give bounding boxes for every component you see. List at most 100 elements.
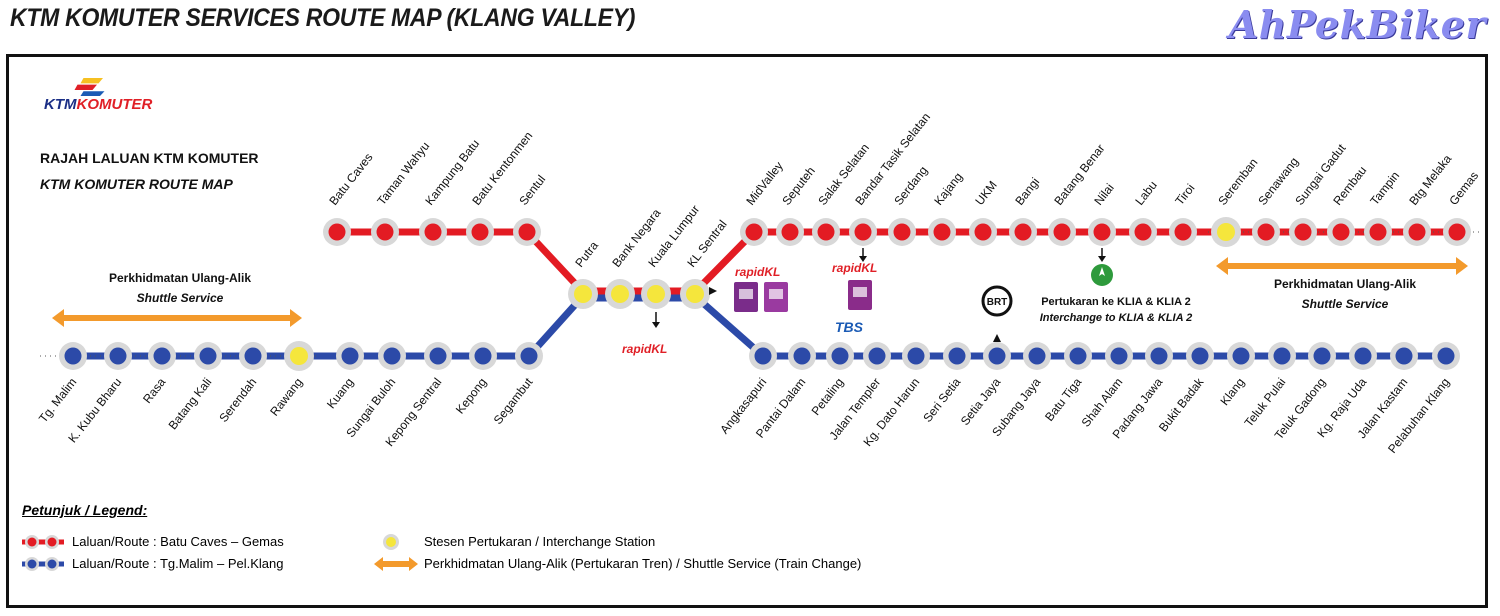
station-dot (1014, 223, 1032, 241)
klia-note-malay: Pertukaran ke KLIA & KLIA 2 (1041, 296, 1191, 308)
rapidkl-logo-bts: rapidKL (832, 261, 877, 275)
shuttle-west-malay: Perkhidmatan Ulang-Alik (109, 271, 251, 285)
station-dot (64, 347, 82, 365)
station-dot (1332, 223, 1350, 241)
station-dot (933, 223, 951, 241)
station-sentul[interactable]: Sentul (513, 172, 548, 246)
station-dot (290, 347, 308, 365)
station-tg-malim[interactable]: Tg. Malim (36, 342, 87, 425)
station-dot (1232, 347, 1250, 365)
station-dot (1395, 347, 1413, 365)
station-label: Seremban (1215, 156, 1260, 208)
station-dot (1191, 347, 1209, 365)
klia-note-english: Interchange to KLIA & KLIA 2 (1040, 312, 1193, 324)
blue-route-swatch (22, 557, 64, 571)
station-label: UKM (972, 178, 999, 208)
station-label: Seri Setia (920, 375, 963, 425)
shuttle-east-english: Shuttle Service (1302, 297, 1389, 311)
station-dot (1028, 347, 1046, 365)
red-route-swatch (22, 535, 64, 549)
station-label: Sentul (516, 172, 548, 207)
brt-label: BRT (987, 297, 1008, 308)
station-dot (1354, 347, 1372, 365)
shuttle-arrow-east (1216, 257, 1468, 275)
klia-ekspres-icon-glyph (739, 289, 753, 299)
shuttle-east-malay: Perkhidmatan Ulang-Alik (1274, 277, 1416, 291)
rapidkl-logo-sentral: rapidKL (735, 265, 780, 279)
station-klang[interactable]: Klang (1217, 342, 1255, 408)
station-dot (1437, 347, 1455, 365)
legend-title: Petunjuk / Legend: (22, 502, 148, 518)
station-dot (429, 347, 447, 365)
station-dot (1053, 223, 1071, 241)
station-dot (686, 285, 704, 303)
station-dot (1257, 223, 1275, 241)
station-dot (781, 223, 799, 241)
station-label: Kepong (453, 375, 490, 416)
station-dot (647, 285, 665, 303)
station-label: Klang (1217, 375, 1247, 408)
station-dot (1217, 223, 1235, 241)
legend-shuttle-label: Perkhidmatan Ulang-Alik (Pertukaran Tren… (424, 556, 862, 571)
station-dot (1408, 223, 1426, 241)
sentral-arrow-right (709, 287, 717, 295)
station-dot (1150, 347, 1168, 365)
station-label: Batu Caves (326, 150, 375, 208)
station-rasa[interactable]: Rasa (140, 342, 176, 406)
station-dot (1273, 347, 1291, 365)
station-dot (328, 223, 346, 241)
station-label: Kuang (324, 375, 356, 411)
station-label: Seputeh (779, 164, 818, 208)
station-ukm[interactable]: UKM (969, 178, 1000, 246)
station-dot (1174, 223, 1192, 241)
station-label: Rasa (140, 375, 168, 406)
station-dot (868, 347, 886, 365)
station-dot (948, 347, 966, 365)
shuttle-west-english: Shuttle Service (137, 291, 224, 305)
station-dot (854, 223, 872, 241)
station-label: Labu (1132, 178, 1159, 208)
station-dot (376, 223, 394, 241)
station-dot (745, 223, 763, 241)
station-dot (471, 223, 489, 241)
watermark: AhPekBiker (1228, 2, 1486, 47)
brt-roundel-icon (981, 285, 1013, 317)
map-heading-malay: RAJAH LALUAN KTM KOMUTER (40, 150, 259, 166)
klia-airport-icon (1091, 264, 1113, 286)
station-label: Rembau (1330, 163, 1369, 207)
station-label: Petaling (809, 375, 847, 418)
rapidkl-logo-kl: rapidKL (622, 342, 667, 356)
station-dot (424, 223, 442, 241)
station-tiroi[interactable]: Tiroi (1169, 181, 1197, 246)
setiajaya-arrow-up (993, 334, 1001, 342)
bts-to-rapidkl-arrow-head (859, 256, 867, 262)
interchange-swatch (383, 534, 399, 550)
shuttle-arrow-swatch (374, 557, 418, 571)
station-dot (1069, 347, 1087, 365)
page-title: KTM KOMUTER SERVICES ROUTE MAP (KLANG VA… (10, 4, 636, 32)
logo-komuter: KOMUTER (76, 96, 153, 113)
ktm-logo-icon (74, 78, 105, 96)
legend-blue-route-label: Laluan/Route : Tg.Malim – Pel.Klang (72, 556, 284, 571)
station-dot (383, 347, 401, 365)
station-dot (244, 347, 262, 365)
station-label: Nilai (1091, 181, 1116, 208)
blue-track-diag-east (692, 293, 766, 359)
station-dot (817, 223, 835, 241)
kl-to-rapidkl-arrow-head (652, 322, 660, 328)
station-kuang[interactable]: Kuang (324, 342, 364, 411)
station-labu[interactable]: Labu (1129, 178, 1160, 246)
station-dot (1093, 223, 1111, 241)
station-label: Kajang (931, 170, 965, 208)
station-gemas[interactable]: Gemas (1443, 169, 1481, 246)
station-dot (1313, 347, 1331, 365)
station-label: Putra (572, 238, 601, 269)
station-putra[interactable]: Putra (568, 238, 601, 309)
station-nilai[interactable]: Nilai (1088, 181, 1117, 246)
legend-red-route-label: Laluan/Route : Batu Caves – Gemas (72, 534, 284, 549)
logo-ktm: KTM (44, 96, 77, 113)
map-frame (6, 54, 1488, 608)
station-dot (754, 347, 772, 365)
station-label: Segambut (491, 375, 536, 427)
station-dot (1110, 347, 1128, 365)
